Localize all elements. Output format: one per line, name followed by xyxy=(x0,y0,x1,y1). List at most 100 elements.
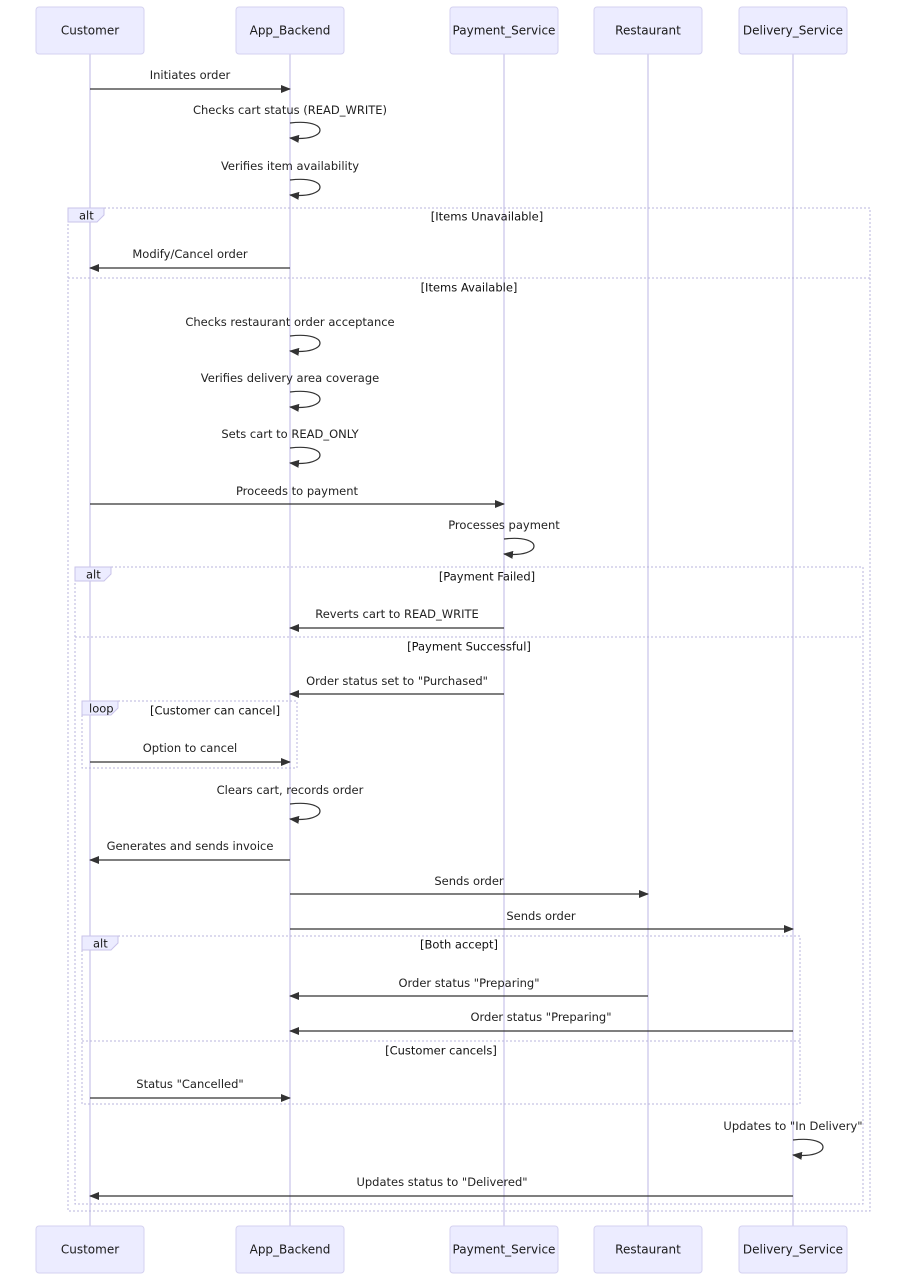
actor-box xyxy=(449,1225,559,1274)
actor-app-backend-bottom: App_Backend xyxy=(235,1225,345,1274)
actor-box xyxy=(449,6,559,55)
actor-box xyxy=(35,1225,145,1274)
actor-box xyxy=(35,6,145,55)
alt-frame-items xyxy=(67,207,871,1212)
actor-label: Restaurant xyxy=(615,1243,681,1257)
self-message: Verifies delivery area coverage xyxy=(201,371,379,412)
alt-tag-payment xyxy=(74,566,112,582)
alt-kind-items: alt xyxy=(79,209,94,223)
alt-tag-accept xyxy=(81,935,119,951)
message-label: Order status "Preparing" xyxy=(470,1010,611,1024)
actors-top: Customer App_Backend Payment_Service Res… xyxy=(35,6,848,55)
alt-kind-accept: alt xyxy=(93,937,108,951)
message-label: Order status "Preparing" xyxy=(398,976,539,990)
actor-box xyxy=(738,1225,848,1274)
alt-label-items-unavailable: [Items Unavailable] xyxy=(431,210,543,224)
actor-label: Delivery_Service xyxy=(743,1243,843,1257)
message: Order status set to "Purchased" xyxy=(289,674,504,698)
message: Modify/Cancel order xyxy=(89,247,290,272)
message: Initiates order xyxy=(90,68,291,93)
self-message-arrow xyxy=(792,1138,824,1160)
actor-label: Restaurant xyxy=(615,24,681,38)
alt-frame-payment xyxy=(74,566,864,1205)
message-label: Proceeds to payment xyxy=(236,484,359,498)
actor-customer-bottom: Customer xyxy=(35,1225,145,1274)
message-label: Sends order xyxy=(506,909,576,923)
alt-fragment-payment: alt [Payment Failed] [Payment Successful… xyxy=(74,566,864,1205)
message-label: Checks cart status (READ_WRITE) xyxy=(193,103,387,117)
message-label: Status "Cancelled" xyxy=(136,1077,243,1091)
fragments: alt [Items Unavailable] [Items Available… xyxy=(67,207,871,1212)
alt-label-items-available: [Items Available] xyxy=(421,281,518,295)
self-message: Processes payment xyxy=(448,518,560,559)
actor-label: Customer xyxy=(61,24,119,38)
message-label: Initiates order xyxy=(150,68,231,82)
self-message-arrow xyxy=(503,537,535,559)
messages: Initiates order Checks cart status (READ… xyxy=(89,68,863,1200)
message: Sends order xyxy=(290,874,649,898)
actors-bottom: Customer App_Backend Payment_Service Res… xyxy=(35,1225,848,1274)
loop-label-customer-can-cancel: [Customer can cancel] xyxy=(150,704,280,718)
alt-fragment-accept: alt [Both accept] [Customer cancels] xyxy=(81,935,801,1105)
message: Order status "Preparing" xyxy=(289,976,648,1000)
message: Status "Cancelled" xyxy=(90,1077,291,1102)
message-label: Checks restaurant order acceptance xyxy=(185,315,394,329)
actor-payment-service-bottom: Payment_Service xyxy=(449,1225,559,1274)
actor-payment-service-top: Payment_Service xyxy=(449,6,559,55)
self-message-arrow xyxy=(289,802,321,824)
message-label: Sends order xyxy=(434,874,504,888)
self-message-arrow xyxy=(289,390,321,412)
alt-fragment-items: alt [Items Unavailable] [Items Available… xyxy=(67,207,871,1212)
actor-label: App_Backend xyxy=(250,24,331,38)
message-label: Option to cancel xyxy=(143,741,238,755)
alt-kind-payment: alt xyxy=(86,568,101,582)
message-label: Clears cart, records order xyxy=(217,783,364,797)
self-message-arrow xyxy=(289,446,321,468)
self-message: Checks restaurant order acceptance xyxy=(185,315,395,356)
message: Proceeds to payment xyxy=(90,484,505,508)
alt-tag-items xyxy=(67,207,105,223)
loop-tag-cancel xyxy=(81,700,119,716)
message-label: Verifies delivery area coverage xyxy=(201,371,379,385)
message-label: Reverts cart to READ_WRITE xyxy=(315,607,479,621)
self-message: Updates to "In Delivery" xyxy=(723,1119,863,1160)
actor-restaurant-top: Restaurant xyxy=(593,6,703,55)
actor-delivery-service-top: Delivery_Service xyxy=(738,6,848,55)
actor-label: App_Backend xyxy=(250,1243,331,1257)
alt-label-customer-cancels: [Customer cancels] xyxy=(385,1044,497,1058)
actor-label: Delivery_Service xyxy=(743,24,843,38)
message-label: Updates status to "Delivered" xyxy=(356,1175,527,1189)
self-message: Sets cart to READ_ONLY xyxy=(221,427,360,468)
message: Order status "Preparing" xyxy=(289,1010,793,1035)
actor-restaurant-bottom: Restaurant xyxy=(593,1225,703,1274)
message: Updates status to "Delivered" xyxy=(89,1175,793,1200)
actor-box xyxy=(738,6,848,55)
message-label: Verifies item availability xyxy=(221,159,359,173)
message-label: Order status set to "Purchased" xyxy=(306,674,488,688)
message: Option to cancel xyxy=(90,741,291,766)
self-message: Clears cart, records order xyxy=(217,783,364,824)
self-message: Checks cart status (READ_WRITE) xyxy=(193,103,387,143)
alt-frame-accept xyxy=(81,935,801,1105)
message: Sends order xyxy=(290,909,794,933)
message-label: Sets cart to READ_ONLY xyxy=(221,427,359,441)
actor-box xyxy=(593,6,703,55)
actor-delivery-service-bottom: Delivery_Service xyxy=(738,1225,848,1274)
self-message: Verifies item availability xyxy=(221,159,359,200)
alt-label-payment-failed: [Payment Failed] xyxy=(439,570,535,584)
self-message-arrow xyxy=(289,121,321,143)
alt-label-both-accept: [Both accept] xyxy=(420,938,498,952)
self-message-arrow xyxy=(289,178,321,200)
actor-box xyxy=(235,1225,345,1274)
self-message-arrow xyxy=(289,334,321,356)
message-label: Updates to "In Delivery" xyxy=(723,1119,862,1133)
loop-frame-cancel xyxy=(81,700,298,769)
message-label: Generates and sends invoice xyxy=(107,839,274,853)
actor-box xyxy=(235,6,345,55)
loop-fragment-cancel: loop [Customer can cancel] xyxy=(81,700,298,769)
actor-customer-top: Customer xyxy=(35,6,145,55)
actor-app-backend-top: App_Backend xyxy=(235,6,345,55)
message-label: Modify/Cancel order xyxy=(132,247,248,261)
alt-label-payment-successful: [Payment Successful] xyxy=(407,640,531,654)
